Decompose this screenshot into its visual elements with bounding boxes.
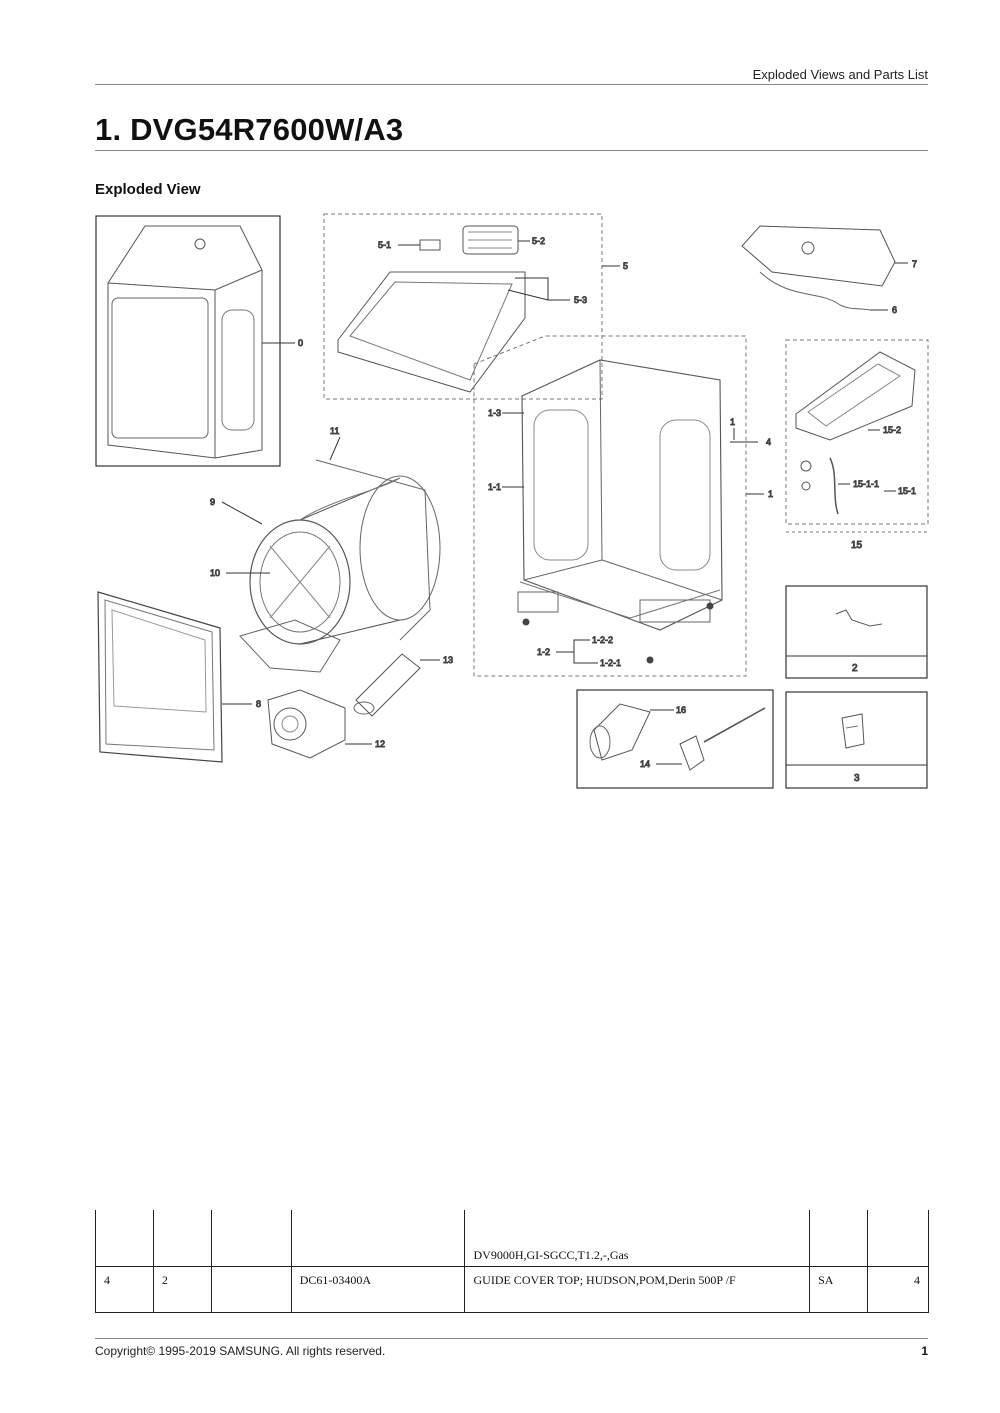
cell-qty: 4	[867, 1266, 929, 1313]
label-1-2: 1-2	[537, 647, 550, 657]
cell-loc: 4	[95, 1266, 154, 1313]
exploded-view-diagram: 0 5-1 5-2 5-3 5 7 6 11	[95, 213, 929, 789]
label-2: 2	[852, 663, 858, 674]
door-assembly: 8	[97, 591, 262, 763]
cell-no	[152, 1210, 212, 1267]
label-13: 13	[443, 655, 453, 665]
page-number: 1	[921, 1344, 928, 1358]
control-panel-assembly: 7 6	[741, 225, 918, 316]
running-title: Exploded Views and Parts List	[752, 67, 928, 82]
cell-part-code	[290, 1210, 466, 1267]
label-1: 1	[768, 489, 773, 499]
label-5-1: 5-1	[378, 240, 391, 250]
cell-blank	[210, 1210, 292, 1267]
label-10: 10	[210, 568, 220, 578]
label-11: 11	[330, 426, 339, 436]
label-5-2: 5-2	[532, 236, 545, 246]
label-1-2-2: 1-2-2	[592, 635, 613, 645]
part-2-box: 2	[785, 585, 928, 679]
label-6: 6	[892, 305, 897, 315]
filter-assembly: 15-2 15-1-1 15-1 15	[785, 339, 929, 552]
label-1-3: 1-3	[488, 408, 501, 418]
label-5-3: 5-3	[574, 295, 587, 305]
label-0: 0	[298, 338, 303, 348]
complete-unit-assembly: 0	[95, 215, 304, 467]
label-15: 15	[851, 540, 863, 551]
top-cover-assembly: 5-1 5-2 5-3 5	[323, 213, 629, 400]
label-4: 4	[766, 437, 771, 447]
label-15-1-1: 15-1-1	[853, 479, 879, 489]
label-14: 14	[640, 759, 650, 769]
section-title: Exploded View	[95, 181, 201, 198]
parts-list-table: DV9000H,GI-SGCC,T1.2,-,Gas 4 2 DC61-0340…	[95, 1210, 929, 1313]
cell-blank	[210, 1266, 292, 1313]
label-8: 8	[256, 699, 261, 709]
cell-qty	[867, 1210, 929, 1267]
cabinet-assembly: 1-3 1-1 1-2 1-2-2 1-2-1 1 4 1	[473, 335, 774, 677]
blower-duct-assembly: 12 13	[267, 653, 454, 759]
label-12: 12	[375, 739, 385, 749]
cell-sa: SA	[809, 1266, 868, 1313]
burner-assembly-box: 16 14	[576, 689, 774, 789]
part-3-box: 3	[785, 691, 928, 789]
cell-part-code: DC61-03400A	[290, 1266, 466, 1313]
table-row: DV9000H,GI-SGCC,T1.2,-,Gas	[95, 1210, 929, 1267]
label-15-1: 15-1	[898, 486, 916, 496]
label-1-1: 1-1	[488, 482, 501, 492]
cell-sa	[809, 1210, 868, 1267]
copyright-text: Copyright© 1995-2019 SAMSUNG. All rights…	[95, 1344, 386, 1358]
cell-loc	[95, 1210, 154, 1267]
label-16: 16	[676, 705, 686, 715]
label-15-2: 15-2	[883, 425, 901, 435]
table-row: 4 2 DC61-03400A GUIDE COVER TOP; HUDSON,…	[95, 1266, 929, 1313]
title-rule	[95, 150, 928, 151]
cell-no: 2	[152, 1266, 212, 1313]
label-3: 3	[854, 773, 860, 784]
label-5: 5	[623, 261, 628, 271]
cell-description: GUIDE COVER TOP; HUDSON,POM,Derin 500P /…	[464, 1266, 811, 1313]
header-rule	[95, 84, 928, 85]
drum-assembly: 11 9 10	[210, 426, 441, 673]
label-1-2-1: 1-2-1	[600, 658, 621, 668]
label-7: 7	[912, 259, 917, 269]
label-cabinet-screw: 1	[730, 417, 735, 427]
cell-description: DV9000H,GI-SGCC,T1.2,-,Gas	[464, 1210, 811, 1267]
page-title: 1. DVG54R7600W/A3	[95, 112, 404, 147]
label-9: 9	[210, 497, 215, 507]
footer-rule	[95, 1338, 928, 1339]
